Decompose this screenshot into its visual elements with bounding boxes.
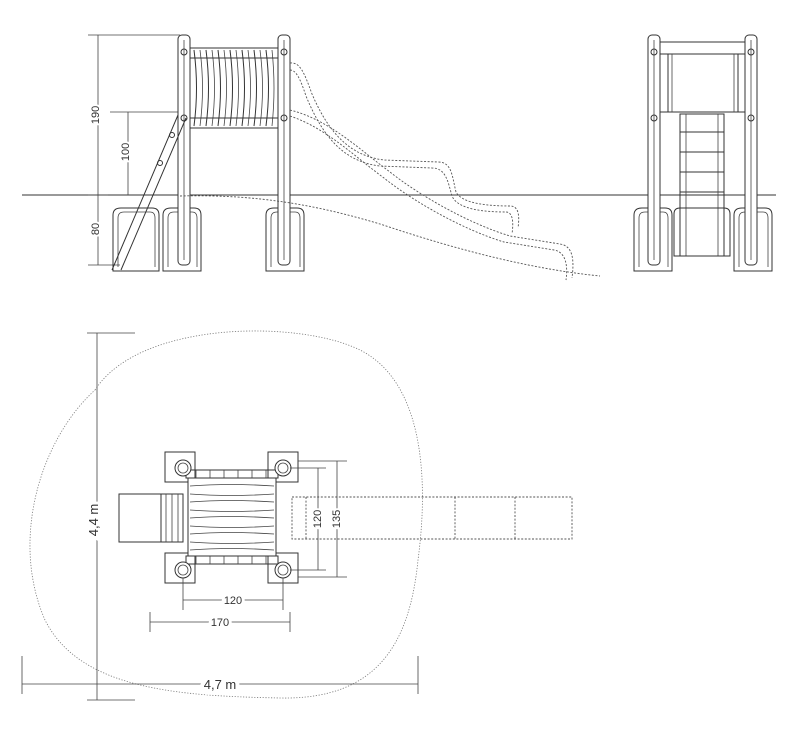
dim-120-horizontal-label: 120 [224, 595, 242, 607]
front-roof-panel [659, 41, 746, 113]
posts [177, 34, 291, 266]
safety-zone-outline [29, 330, 423, 699]
side-wall-panel [189, 47, 279, 129]
plan-view: 4,4 m 4,7 m [21, 330, 573, 701]
dim-190-label: 190 [90, 106, 102, 124]
front-ladder [673, 113, 731, 257]
zone-height-label: 4,4 m [86, 504, 101, 537]
footings [112, 207, 305, 272]
zone-width-dimension: 4,7 m [21, 656, 419, 696]
ladder-plan [118, 493, 184, 543]
front-footings [633, 207, 773, 272]
side-elevation: 190 100 80 [22, 34, 776, 281]
dim-170-horizontal-label: 170 [211, 617, 229, 629]
plan-length-dimensions: 120 170 [149, 578, 291, 632]
height-dimension: 190 100 80 [88, 34, 180, 266]
front-elevation [633, 34, 773, 272]
dim-120-vertical-label: 120 [312, 510, 324, 528]
front-posts [647, 34, 758, 266]
platform-plan [185, 469, 279, 565]
plan-posts [174, 459, 292, 579]
zone-height-dimension: 4,4 m [83, 332, 135, 701]
slide-plan [291, 496, 573, 540]
dim-135-vertical-label: 135 [331, 510, 343, 528]
dim-100-label: 100 [120, 143, 132, 161]
ladder-side [111, 114, 187, 271]
plan-width-dimensions: 120 135 [290, 460, 347, 578]
zone-width-label: 4,7 m [204, 677, 237, 692]
dim-80-label: 80 [90, 223, 102, 235]
slide-side [179, 62, 601, 281]
